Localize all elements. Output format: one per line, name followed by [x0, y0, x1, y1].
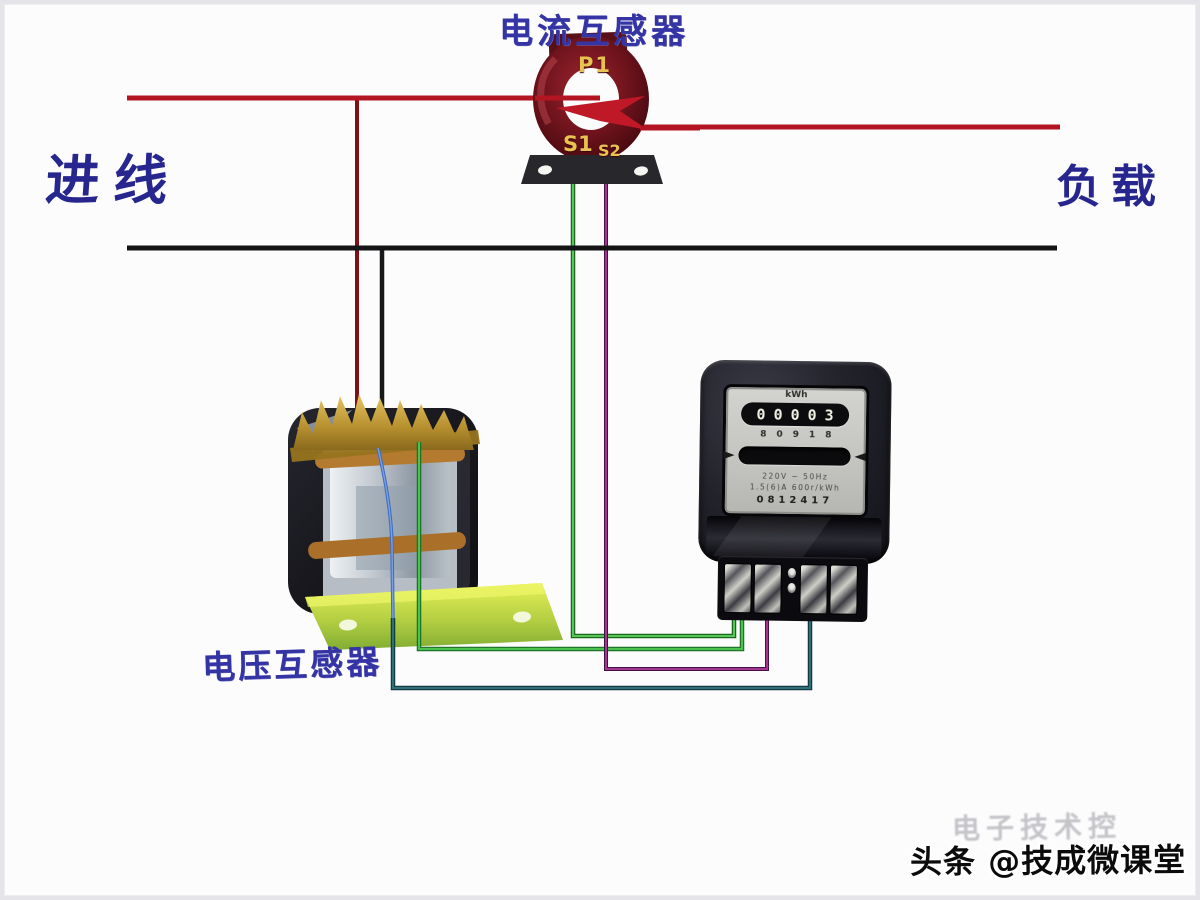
label-voltage-transformer: 电压互感器 — [201, 641, 383, 688]
meter-nameplate-strip — [706, 515, 882, 559]
watermark-main: 头条 @技成微课堂 — [909, 840, 1187, 882]
label-incoming-line: 进线 — [43, 149, 184, 212]
meter-stamp-digits: 80918 — [760, 429, 842, 441]
meter-register-window: 00003 — [740, 402, 850, 427]
label-ct-s2: S2 — [598, 141, 621, 160]
label-ct-s1: S1 — [563, 132, 593, 156]
current-transformer — [521, 31, 700, 184]
meter-unit-label: kWh — [785, 389, 808, 401]
meter-face: kWh 00003 80918 220V ~ 50Hz 1.5(6)A 600r… — [724, 387, 867, 515]
bus-lines — [127, 95, 1060, 251]
label-current-transformer: 电流互感器 — [499, 12, 689, 52]
pt-primary-drops — [355, 100, 385, 412]
terminal-slot-3 — [799, 564, 829, 615]
pt-flange-bottom — [308, 532, 466, 559]
voltage-transformer — [288, 394, 563, 650]
terminal-cover-hole — [787, 567, 796, 579]
meter-disc-window — [738, 446, 851, 466]
pt-terminal-strip — [293, 394, 474, 450]
terminal-slot-1 — [723, 563, 753, 614]
ct-toroid — [533, 36, 649, 162]
meter-register-digits: 00003 — [756, 404, 842, 425]
meter-spec-line-1: 220V ~ 50Hz — [762, 471, 829, 482]
label-ct-p1: P1 — [578, 53, 613, 77]
terminal-slot-4 — [829, 564, 859, 615]
meter-terminal-block — [717, 555, 869, 623]
energy-meter: kWh 00003 80918 220V ~ 50Hz 1.5(6)A 600r… — [697, 359, 892, 627]
ct-primary-arrow — [556, 96, 648, 130]
meter-serial: 0812417 — [756, 494, 834, 507]
terminal-slot-2 — [753, 563, 783, 614]
ct-bracket — [521, 155, 663, 184]
meter-spec-line-2: 1.5(6)A 600r/kWh — [749, 482, 841, 493]
label-load: 负载 — [1056, 160, 1167, 213]
terminal-cover-hole — [787, 582, 796, 594]
secondary-wires — [376, 166, 813, 691]
